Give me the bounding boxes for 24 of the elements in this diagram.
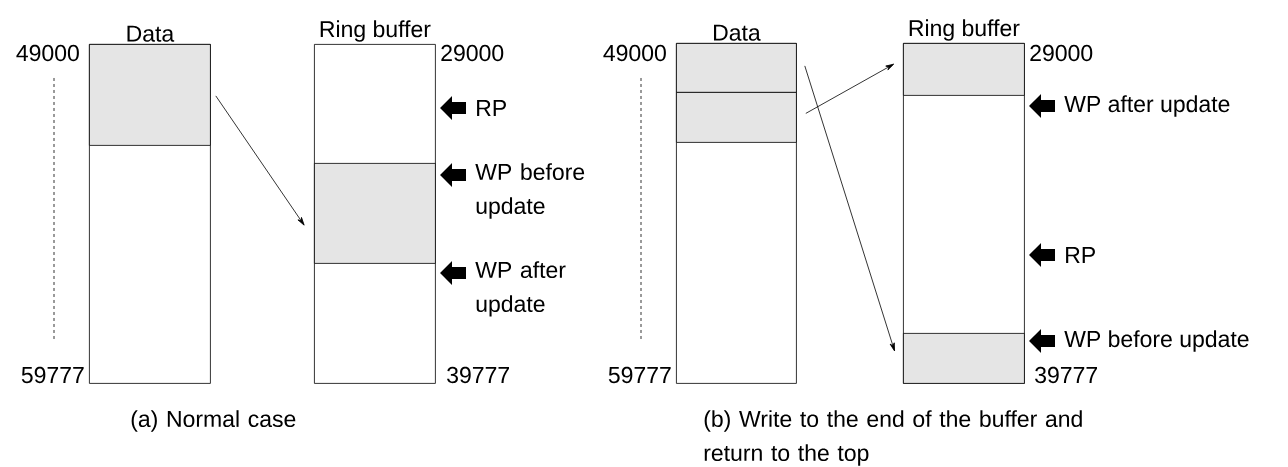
arrow (805, 63, 895, 114)
node-label: Ring buffer (909, 19, 1020, 41)
arrow (804, 65, 895, 352)
address-label: 29000 (441, 44, 504, 62)
node-label: Ring buffer (320, 20, 431, 42)
node-label: Data (127, 25, 175, 42)
shaded-segment (676, 43, 797, 93)
address-label: 49000 (603, 44, 666, 62)
shaded-segment (89, 44, 211, 146)
address-label: 59777 (608, 366, 671, 384)
pointer-label: RP (477, 100, 506, 116)
node-label: Data (714, 24, 761, 41)
caption: (b) Write to the end of the buffer and return to the top (704, 410, 1082, 466)
address-label: 59777 (21, 366, 84, 384)
caption: (a) Normal case (131, 410, 296, 432)
shaded-segment (903, 43, 1025, 96)
pointer-label: WP after update (1064, 95, 1230, 117)
shaded-segment (903, 333, 1025, 384)
pointer-label: RP (1066, 247, 1095, 263)
pointer-label: WP after update (475, 261, 566, 317)
shaded-segment (676, 92, 797, 143)
address-label: 39777 (447, 366, 509, 384)
shaded-segment (314, 163, 436, 264)
arrow (215, 95, 305, 226)
